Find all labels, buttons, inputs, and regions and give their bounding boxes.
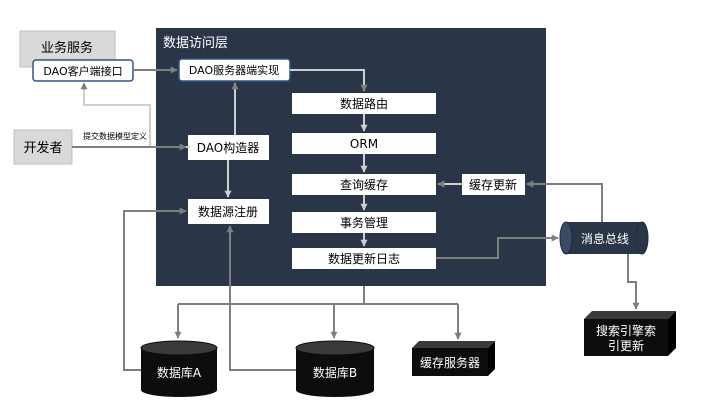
transaction-label: 事务管理 bbox=[340, 215, 388, 230]
cache-server-box bbox=[412, 341, 495, 376]
search-update-box bbox=[584, 311, 676, 356]
dao-builder-label: DAO构造器 bbox=[197, 140, 259, 155]
edge-bus-to-cacheupdate bbox=[526, 180, 603, 222]
edge-server-to-routing bbox=[290, 69, 368, 92]
cache-server-label: 缓存服务器 bbox=[420, 355, 480, 370]
database-b-cylinder bbox=[295, 340, 375, 397]
edge-bus-to-search bbox=[627, 254, 640, 310]
datasource-registry-label: 数据源注册 bbox=[198, 204, 258, 219]
search-update-label-line1: 搜索引擎索 bbox=[596, 323, 656, 338]
cache-update-box bbox=[462, 174, 525, 195]
orm-box bbox=[292, 133, 436, 154]
database-a-label: 数据库A bbox=[157, 365, 202, 380]
data-routing-label: 数据路由 bbox=[340, 96, 388, 111]
query-cache-box bbox=[292, 174, 436, 195]
dao-client-label: DAO客户端接口 bbox=[43, 64, 122, 78]
connectors bbox=[72, 66, 640, 371]
message-bus-cylinder bbox=[559, 221, 649, 255]
developer-label: 开发者 bbox=[23, 140, 62, 156]
orm-label: ORM bbox=[350, 137, 378, 151]
edge-dbb-to-registry bbox=[226, 225, 296, 371]
edge-dba-to-registry bbox=[123, 207, 187, 371]
transaction-box bbox=[292, 212, 436, 233]
business-service-label: 业务服务 bbox=[41, 40, 93, 56]
search-update-label-line2: 引更新 bbox=[608, 338, 644, 353]
dao-builder-box bbox=[188, 135, 269, 160]
dao-server-label: DAO服务器端实现 bbox=[189, 63, 279, 77]
data-routing-box bbox=[292, 93, 436, 114]
message-bus-label: 消息总线 bbox=[581, 231, 629, 246]
update-log-label: 数据更新日志 bbox=[328, 251, 400, 266]
database-a-cylinder bbox=[140, 340, 218, 397]
layer-title: 数据访问层 bbox=[163, 36, 228, 51]
query-cache-label: 查询缓存 bbox=[340, 178, 388, 192]
datasource-registry-box bbox=[188, 199, 269, 224]
developer-edge-label: 提交数据模型定义 bbox=[83, 131, 147, 141]
database-b-label: 数据库B bbox=[313, 365, 357, 380]
update-log-box bbox=[292, 248, 436, 269]
developer-box bbox=[13, 129, 73, 165]
cache-update-label: 缓存更新 bbox=[469, 177, 517, 192]
edge-log-to-bus bbox=[436, 234, 559, 259]
